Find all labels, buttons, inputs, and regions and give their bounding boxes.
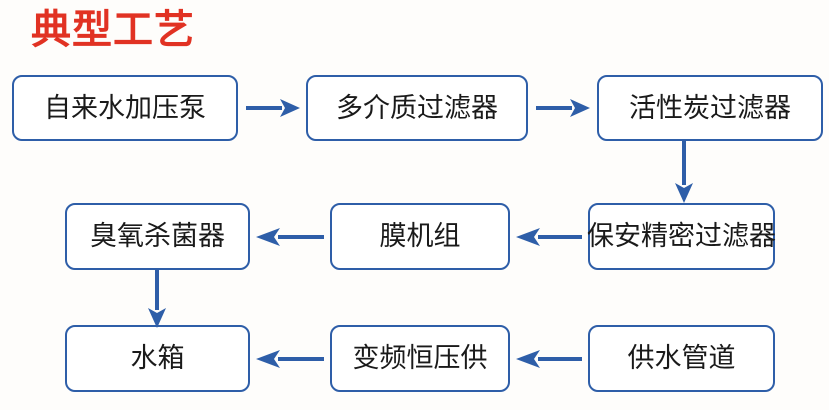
- node-multimedia-filter[interactable]: 多介质过滤器: [306, 75, 528, 141]
- arrow-down-icon: [672, 141, 696, 203]
- node-variable-frequency-constant-pressure-supply[interactable]: 变频恒压供: [330, 325, 510, 392]
- node-label: 活性炭过滤器: [629, 92, 791, 123]
- node-label: 水箱: [130, 343, 185, 373]
- node-security-precision-filter[interactable]: 保安精密过滤器: [587, 203, 776, 270]
- arrow-right-icon: [536, 96, 590, 120]
- arrow-right-icon: [246, 96, 300, 120]
- node-ozone-sterilizer[interactable]: 臭氧杀菌器: [65, 203, 250, 270]
- node-label: 膜机组: [379, 221, 461, 251]
- node-label: 自来水加压泵: [44, 92, 206, 123]
- arrow-left-icon: [516, 347, 582, 371]
- node-label: 多介质过滤器: [336, 92, 498, 123]
- node-label: 保安精密过滤器: [587, 221, 776, 251]
- arrow-left-icon: [516, 225, 582, 249]
- node-water-tank[interactable]: 水箱: [65, 325, 250, 392]
- node-tap-water-booster-pump[interactable]: 自来水加压泵: [12, 75, 238, 141]
- node-membrane-unit[interactable]: 膜机组: [330, 203, 510, 270]
- node-label: 变频恒压供: [352, 343, 488, 373]
- arrow-left-icon: [256, 225, 324, 249]
- page-title: 典型工艺: [31, 8, 195, 52]
- node-label: 臭氧杀菌器: [90, 221, 225, 251]
- node-label: 供水管道: [627, 343, 736, 373]
- node-water-supply-pipeline[interactable]: 供水管道: [588, 325, 775, 392]
- arrow-down-icon: [145, 270, 169, 328]
- arrow-left-icon: [256, 347, 324, 371]
- node-activated-carbon-filter[interactable]: 活性炭过滤器: [597, 75, 823, 141]
